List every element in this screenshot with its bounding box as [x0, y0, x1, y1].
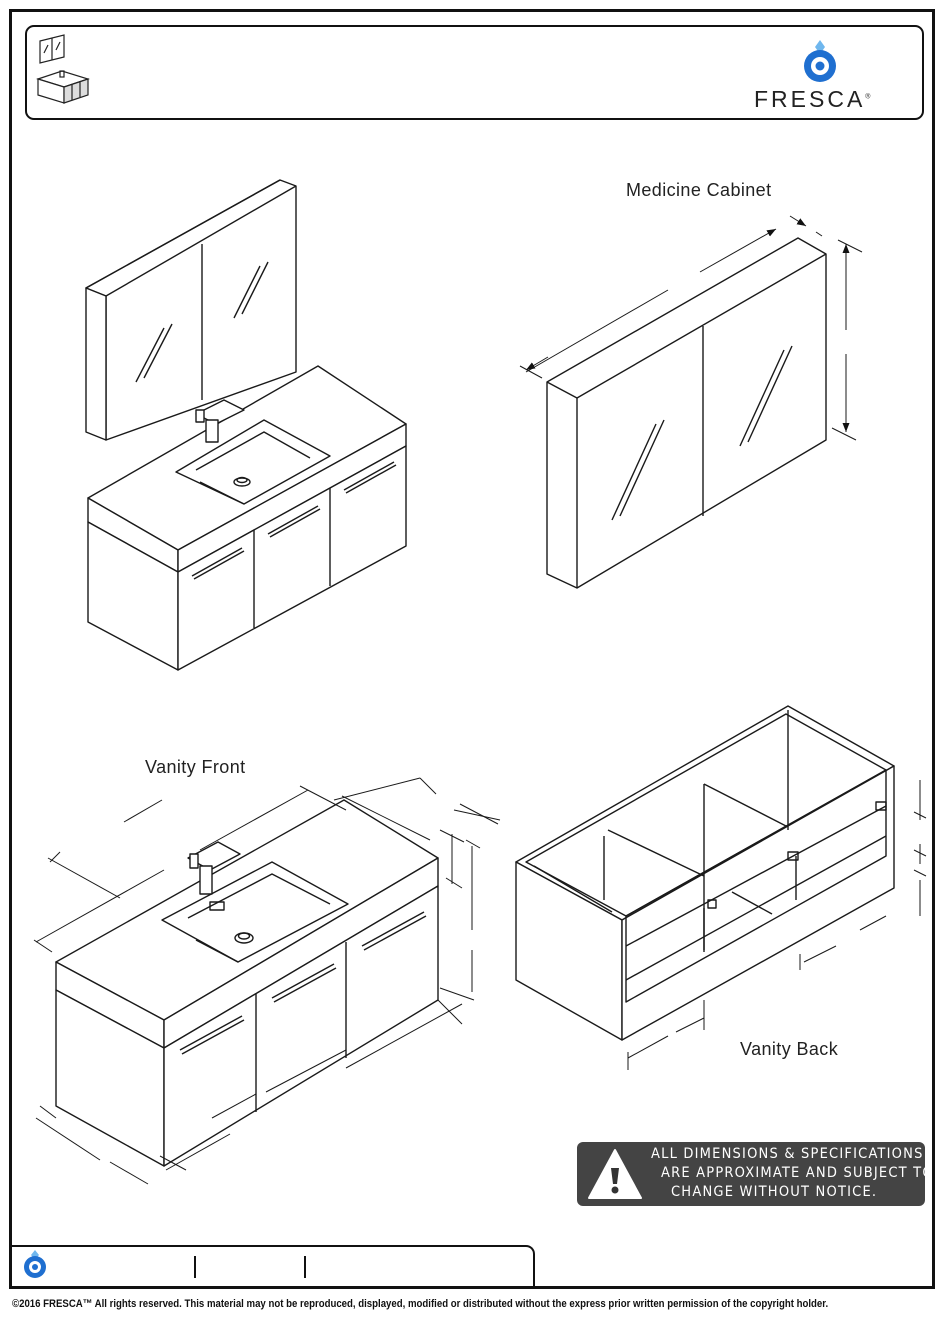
footer-logo-icon — [24, 1250, 46, 1278]
medicine-cabinet-label: Medicine Cabinet — [626, 180, 772, 200]
assembled-vanity-drawing — [85, 179, 407, 671]
footer-divider — [194, 1256, 196, 1278]
warning-notice: ALL DIMENSIONS & SPECIFICATIONS ARE APPR… — [577, 1142, 933, 1206]
fresca-logo — [804, 40, 836, 82]
footer-divider — [304, 1256, 306, 1278]
header-box — [25, 25, 924, 120]
medicine-cabinet-drawing — [519, 215, 863, 589]
copyright-notice: ©2016 FRESCA™ All rights reserved. This … — [12, 1298, 829, 1310]
warning-line-2: ARE APPROXIMATE AND SUBJECT TO — [661, 1165, 934, 1181]
product-thumbnail-icon — [36, 34, 90, 104]
vanity-back-label: Vanity Back — [740, 1039, 839, 1059]
warning-text: ALL DIMENSIONS & SPECIFICATIONS ARE APPR… — [647, 1145, 934, 1202]
footer-title-block — [9, 1245, 535, 1289]
warning-triangle-icon — [588, 1149, 642, 1199]
vanity-back-drawing — [515, 705, 927, 1070]
warning-line-1: ALL DIMENSIONS & SPECIFICATIONS — [651, 1146, 924, 1162]
page-frame — [9, 9, 935, 1289]
warning-line-3: CHANGE WITHOUT NOTICE. — [671, 1184, 878, 1200]
brand-name: FRESCA® — [754, 86, 871, 112]
vanity-front-drawing — [33, 777, 501, 1185]
vanity-front-label: Vanity Front — [145, 757, 246, 777]
